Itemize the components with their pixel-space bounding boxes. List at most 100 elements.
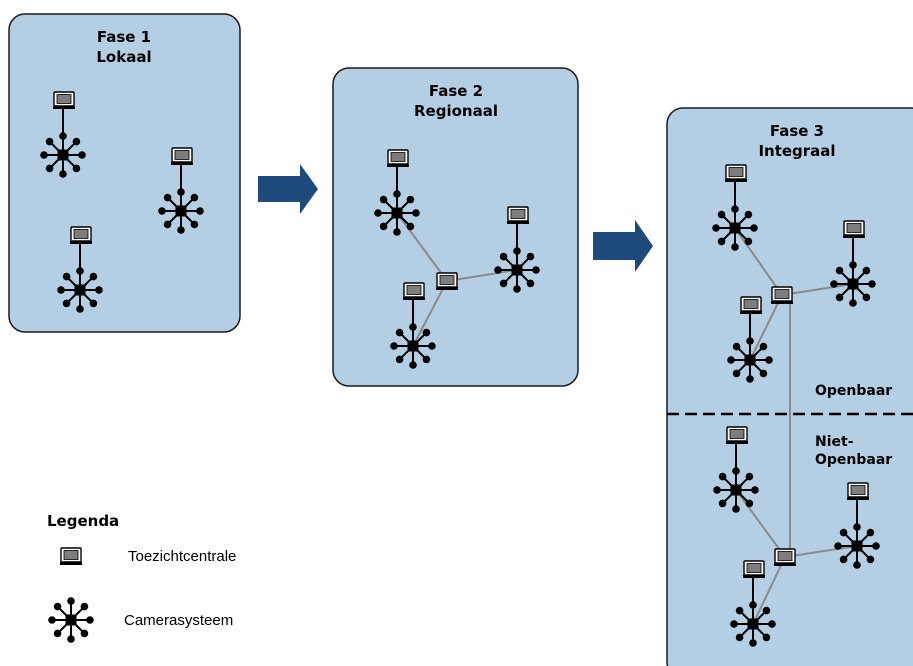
camera-icon [62,272,71,281]
phase-2-panel [332,67,579,387]
camera-icon [499,252,508,261]
camera-icon [835,293,844,302]
camera-icon [765,356,773,364]
phase-2-subtitle: Regionaal [414,102,498,120]
camera-icon [732,505,740,513]
monitor-icon [69,226,93,245]
camera-icon [759,369,768,378]
camera-icon [48,616,56,624]
camera-icon [866,555,875,564]
network-link [396,212,448,282]
camera-icon [428,342,436,350]
camera-icon [57,286,65,294]
network-link [735,489,786,558]
monitor-icon [724,164,748,183]
camera-icon [406,195,415,204]
camera-icon [62,299,71,308]
camera-icon [72,137,81,146]
camera-icon [422,355,431,364]
camera-icon [390,342,398,350]
camera-icon [59,170,67,178]
camera-icon [67,597,75,605]
camera-icon [839,528,848,537]
camera-icon [749,639,757,647]
camera-icon [190,220,199,229]
camera-icon [717,237,726,246]
network-link [734,227,783,296]
camera-icon [759,342,768,351]
camera-icon [45,164,54,173]
camera-icon [379,222,388,231]
network-link [446,269,518,282]
camera-icon [89,272,98,281]
camera-network-icon [374,149,420,236]
camera-icon [494,266,502,274]
camera-icon [80,602,89,611]
camera-icon [40,151,48,159]
camera-icon [735,606,744,615]
monitor-icon [386,149,410,168]
monitor-icon [770,286,794,305]
camera-icon [732,342,741,351]
camera-icon [196,207,204,215]
phase-3-subtitle: Integraal [758,142,835,160]
camera-icon [67,635,75,643]
camera-icon [717,210,726,219]
camera-icon [718,472,727,481]
camera-icon [744,237,753,246]
camera-icon [853,561,861,569]
camera-icon [751,486,759,494]
zone-label-private-line1: Niet- [815,434,854,450]
camera-icon [86,616,94,624]
camera-icon [746,375,754,383]
camera-icon [718,499,727,508]
camera-icon [713,486,721,494]
phase-1-subtitle: Lokaal [96,48,151,66]
monitor-icon [842,220,866,239]
camera-icon [768,620,776,628]
phase-1-title: Fase 1 [97,28,151,46]
camera-icon [866,528,875,537]
camera-network-icon [158,147,204,234]
camera-icon [745,499,754,508]
camera-icon [872,542,880,550]
camera-network-icon [48,597,94,643]
camera-icon [158,207,166,215]
phase-3-title: Fase 3 [770,122,824,140]
camera-icon [163,193,172,202]
camera-network-icon [40,91,86,178]
monitor-icon [725,426,749,445]
camera-icon [862,293,871,302]
camera-icon [835,266,844,275]
camera-icon [834,542,842,550]
camera-network-icon [830,220,876,307]
camera-network-icon [834,482,880,569]
network-link [412,280,448,347]
legend-camera-label: Camerasysteem [124,612,233,629]
zone-label-public: Openbaar [815,383,892,399]
camera-icon [412,209,420,217]
monitor-icon [773,548,797,567]
camera-icon [409,361,417,369]
camera-network-icon [390,282,436,369]
legend-camera-network-icon [48,597,94,643]
camera-network-icon [727,296,773,383]
monitor-icon [742,560,766,579]
camera-icon [395,328,404,337]
camera-icon [532,266,540,274]
camera-icon [731,243,739,251]
zone-label-private-line2: Openbaar [815,452,892,468]
camera-icon [72,164,81,173]
network-link [781,283,854,296]
camera-icon [80,629,89,638]
camera-icon [732,369,741,378]
monitor-icon [506,206,530,225]
camera-network-icon [730,560,776,647]
camera-icon [730,620,738,628]
monitor-icon [402,282,426,301]
camera-icon [406,222,415,231]
camera-icon [53,629,62,638]
camera-icon [862,266,871,275]
camera-icon [499,279,508,288]
